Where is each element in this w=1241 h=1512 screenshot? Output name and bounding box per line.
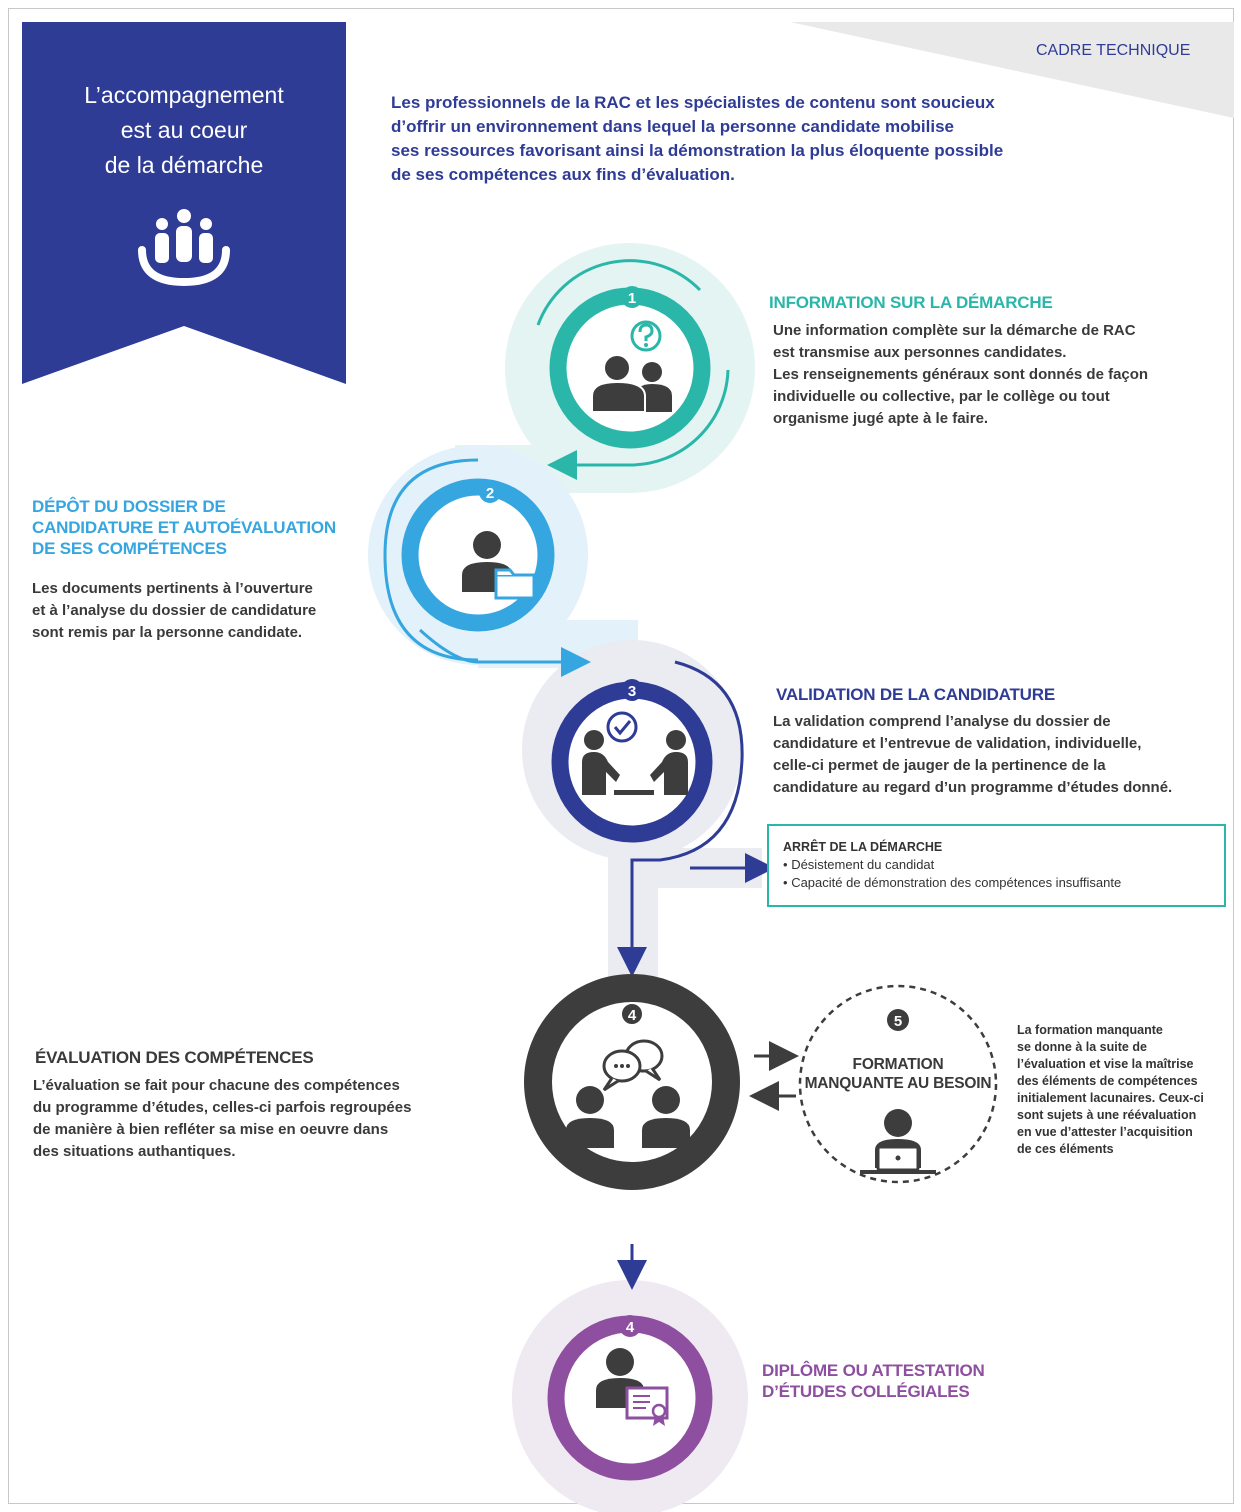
banner-shape <box>22 22 346 384</box>
step1-text-line: Une information complète sur la démarche… <box>773 322 1136 339</box>
step2-title: DÉPÔT DU DOSSIER DE CANDIDATURE ET AUTOÉ… <box>32 496 362 559</box>
arret-title: ARRÊT DE LA DÉMARCHE <box>783 840 943 854</box>
banner-line-1: L’accompagnement <box>84 82 284 108</box>
step2-text: Les documents pertinents à l’ouverture e… <box>32 578 372 644</box>
step1-text-line: est transmise aux personnes candidates. <box>773 344 1067 361</box>
intro-text: Les professionnels de la RAC et les spéc… <box>391 91 1111 187</box>
step4-text-line: du programme d’études, celles-ci parfois… <box>33 1099 412 1116</box>
step4-title: ÉVALUATION DES COMPÉTENCES <box>35 1048 314 1067</box>
step5-badge-number: 5 <box>894 1013 902 1030</box>
step5-note-line: de ces éléments <box>1017 1142 1114 1156</box>
step5-note-line: des éléments de compétences <box>1017 1074 1198 1088</box>
step3-text-line: La validation comprend l’analyse du doss… <box>773 713 1111 730</box>
step4-text: L’évaluation se fait pour chacune des co… <box>33 1075 463 1163</box>
step3-text-line: candidature et l’entrevue de validation,… <box>773 735 1142 752</box>
step3-to-step4-arrow <box>617 660 744 977</box>
step3-text-line: candidature au regard d’un programme d’é… <box>773 779 1173 796</box>
step5-badge <box>887 1009 909 1031</box>
step2-badge <box>479 481 501 503</box>
step1-arrow <box>547 369 730 480</box>
bullet: • <box>783 875 788 890</box>
arret-item-text: Capacité de démonstration des compétence… <box>791 875 1122 890</box>
step5-note-line: en vue d’attester l’acquisition <box>1017 1125 1193 1139</box>
step1-text-line: organisme jugé apte à le faire. <box>773 410 989 427</box>
arret-item: • Capacité de démonstration des compéten… <box>783 874 1210 892</box>
step4-badge-number: 4 <box>628 1007 637 1024</box>
step2-text-line: Les documents pertinents à l’ouverture <box>32 580 313 597</box>
step2-badge-number: 2 <box>486 485 494 502</box>
intro-line-4: de ses compétences aux fins d’évaluation… <box>391 165 735 184</box>
step2-arc-left <box>383 458 479 662</box>
interview-icon <box>582 711 688 795</box>
banner-line-3: de la démarche <box>104 152 264 178</box>
step5-note-line: initialement lacunaires. Ceux-ci <box>1017 1091 1204 1105</box>
corner-decoration <box>790 22 1234 118</box>
person-folder-icon <box>462 531 536 600</box>
question-people-icon <box>591 320 672 413</box>
step4-badge <box>620 1002 644 1026</box>
step6-title-line: D’ÉTUDES COLLÉGIALES <box>762 1382 970 1401</box>
step5-title-line: FORMATION <box>852 1056 944 1073</box>
step1-text: Une information complète sur la démarche… <box>773 320 1213 430</box>
intro-line-1: Les professionnels de la RAC et les spéc… <box>391 93 995 112</box>
step2-title-line: DE SES COMPÉTENCES <box>32 539 227 558</box>
step5-title: FORMATION MANQUANTE AU BESOIN <box>800 1055 996 1093</box>
arret-item-text: Désistement du candidat <box>791 857 935 872</box>
diploma-icon <box>596 1348 669 1426</box>
step6-badge <box>619 1315 641 1337</box>
step5-note-line: La formation manquante <box>1017 1023 1163 1037</box>
step5-title-line: MANQUANTE AU BESOIN <box>804 1075 992 1092</box>
arret-box: ARRÊT DE LA DÉMARCHE • Désistement du ca… <box>767 824 1226 907</box>
step2-title-line: DÉPÔT DU DOSSIER DE <box>32 497 226 516</box>
step2-text-line: sont remis par la personne candidate. <box>32 624 303 641</box>
step4-text-line: des situations authantiques. <box>33 1143 236 1160</box>
intro-line-3: ses ressources favorisant ainsi la démon… <box>391 141 1004 160</box>
step5-note-line: l’évaluation et vise la maîtrise <box>1017 1057 1194 1071</box>
step4-text-line: L’évaluation se fait pour chacune des co… <box>33 1077 400 1094</box>
laptop-person-icon <box>860 1109 936 1174</box>
banner-title: L’accompagnement est au coeur de la déma… <box>22 78 346 183</box>
step4-text-line: de manière à bien refléter sa mise en oe… <box>33 1121 389 1138</box>
step6-title-line: DIPLÔME OU ATTESTATION <box>762 1361 985 1380</box>
step1-text-line: individuelle ou collective, par le collè… <box>773 388 1110 405</box>
arret-item: • Désistement du candidat <box>783 856 1210 874</box>
step5-note-line: se donne à la suite de <box>1017 1040 1147 1054</box>
step5-ring <box>798 984 998 1184</box>
step3-title: VALIDATION DE LA CANDIDATURE <box>776 685 1055 704</box>
step3-badge-number: 3 <box>628 683 636 700</box>
discussion-icon <box>566 1039 690 1148</box>
step2-text-line: et à l’analyse du dossier de candidature <box>32 602 317 619</box>
step6-badge-number: 4 <box>626 1319 635 1336</box>
banner-line-2: est au coeur <box>120 117 248 143</box>
step6-title: DIPLÔME OU ATTESTATION D’ÉTUDES COLLÉGIA… <box>762 1360 985 1402</box>
step5-note-line: sont sujets à une réévaluation <box>1017 1108 1197 1122</box>
intro-line-2: d’offrir un environnement dans lequel la… <box>391 117 954 136</box>
step3-badge <box>621 679 643 701</box>
step1-badge <box>621 286 643 308</box>
step2-title-line: CANDIDATURE ET AUTOÉVALUATION <box>32 518 336 537</box>
step1-text-line: Les renseignements généraux sont donnés … <box>773 366 1149 383</box>
group-icon <box>138 209 230 287</box>
step3-text-line: celle-ci permet de jauger de la pertinen… <box>773 757 1106 774</box>
corner-label: CADRE TECHNIQUE <box>1036 42 1191 59</box>
step5-note: La formation manquante se donne à la sui… <box>1017 1022 1232 1158</box>
step1-title: INFORMATION SUR LA DÉMARCHE <box>769 293 1053 312</box>
bullet: • <box>783 857 788 872</box>
step2-arrow <box>418 628 591 677</box>
step3-text: La validation comprend l’analyse du doss… <box>773 711 1233 799</box>
step1-arc-top <box>536 259 702 326</box>
step1-badge-number: 1 <box>628 290 636 307</box>
